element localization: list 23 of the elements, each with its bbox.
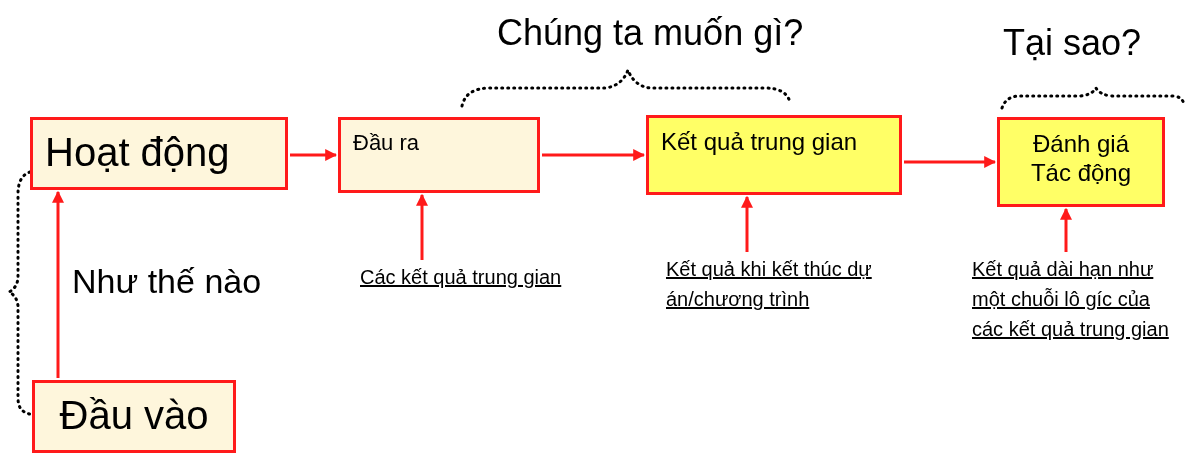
box-label: Kết quả trung gian [661, 128, 859, 157]
process-box [646, 115, 902, 195]
box-label: Đánh giá Tác động [1029, 130, 1133, 188]
note-text: Kết quả khi kết thúc dự án/chương trình [666, 254, 876, 348]
arrow [1060, 207, 1072, 252]
arrow [904, 156, 997, 168]
arrow [416, 193, 428, 260]
heading-text: Chúng ta muốn gì? [497, 12, 804, 54]
arrow [52, 190, 64, 378]
arrow [290, 149, 338, 161]
note-text: Các kết quả trung gian [360, 262, 600, 324]
arrow [542, 149, 646, 161]
box-label: Hoạt động [45, 129, 231, 176]
heading-text: Tại sao? [1003, 22, 1142, 64]
box-label: Đầu vào [58, 392, 210, 439]
box-label: Đầu ra [353, 130, 421, 157]
process-box [338, 117, 540, 193]
process-box [30, 117, 288, 190]
arrow [741, 195, 753, 252]
side-label: Như thế nào [72, 262, 262, 301]
process-box [32, 380, 236, 453]
note-text: Kết quả dài hạn như một chuỗi lô gíc của các kết quả trung gian [972, 254, 1182, 410]
process-box [997, 117, 1165, 207]
